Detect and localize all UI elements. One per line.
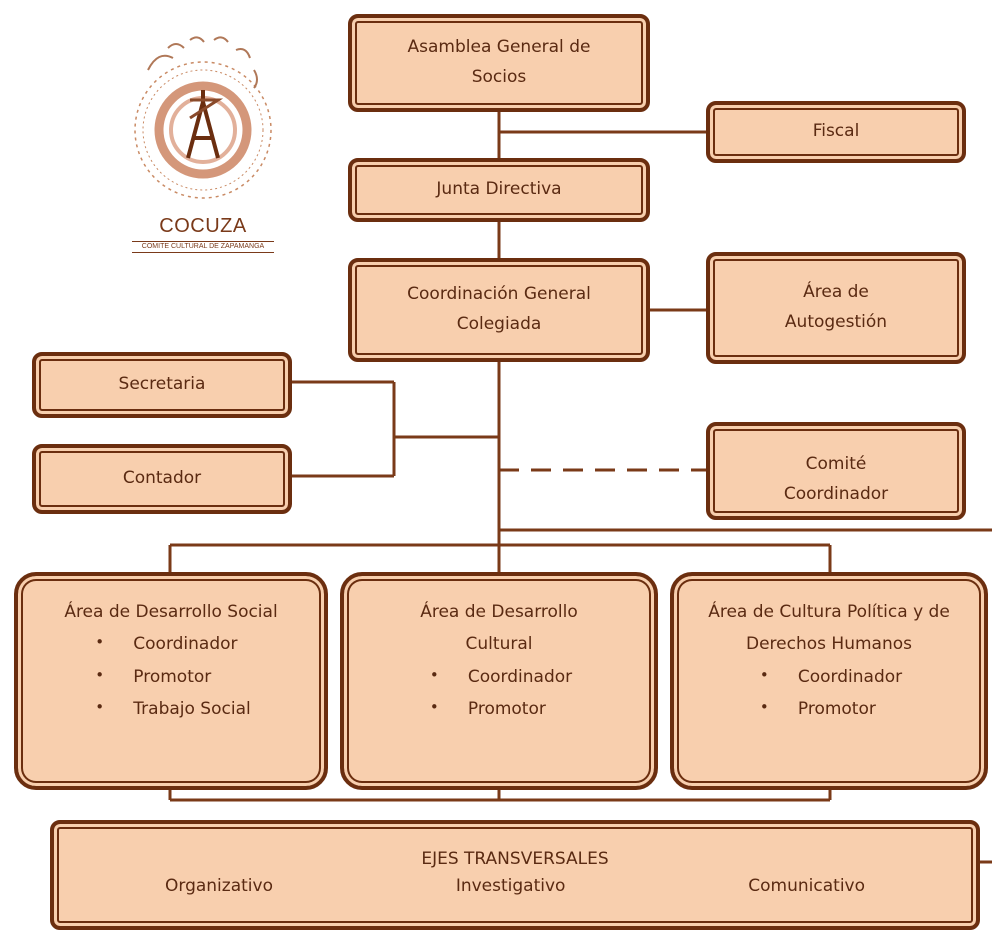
- list-item: Trabajo Social: [91, 693, 250, 725]
- logo-name: COCUZA: [159, 215, 247, 237]
- node-junta-label: Junta Directiva: [436, 179, 562, 200]
- node-junta: Junta Directiva: [348, 158, 650, 222]
- node-autogestion: Área de Autogestión: [706, 252, 966, 364]
- list-item: Coordinador: [756, 661, 902, 693]
- node-comite: Comité Coordinador: [706, 422, 966, 520]
- list-item: Promotor: [91, 661, 250, 693]
- list-item: Promotor: [756, 693, 902, 725]
- node-asamblea-label: Asamblea General de Socios: [407, 37, 591, 87]
- area-cultura-politica: Área de Cultura Política y de Derechos H…: [670, 572, 988, 790]
- node-secretaria-label: Secretaria: [118, 374, 206, 395]
- list-item: Coordinador: [91, 628, 250, 660]
- area-desarrollo-cultural: Área de Desarrollo Cultural Coordinador …: [340, 572, 658, 790]
- cocuza-logo: COCUZA COMITE CULTURAL DE ZAPAMANGA: [128, 30, 278, 260]
- ejes-items: Organizativo Investigativo Comunicativo: [165, 873, 865, 900]
- node-asamblea: Asamblea General de Socios: [348, 14, 650, 112]
- list-item: Coordinador: [426, 661, 572, 693]
- node-contador-label: Contador: [122, 468, 202, 489]
- area-politica-title: Área de Cultura Política y de Derechos H…: [708, 602, 950, 655]
- ejes-title: EJES TRANSVERSALES: [421, 849, 609, 869]
- node-comite-label: Comité Coordinador: [783, 454, 889, 504]
- ejes-item-organizativo: Organizativo: [165, 876, 273, 897]
- area-politica-list: Coordinador Promotor: [756, 661, 902, 726]
- cocuza-emblem-icon: [134, 36, 272, 199]
- node-fiscal: Fiscal: [706, 101, 966, 163]
- logo-subtitle: COMITE CULTURAL DE ZAPAMANGA: [132, 241, 274, 253]
- node-autogestion-label: Área de Autogestión: [784, 282, 888, 332]
- list-item: Promotor: [426, 693, 572, 725]
- node-coordinacion-label: Coordinación General Colegiada: [407, 284, 591, 334]
- ejes-item-investigativo: Investigativo: [455, 876, 566, 897]
- node-contador: Contador: [32, 444, 292, 514]
- ejes-item-comunicativo: Comunicativo: [748, 876, 865, 897]
- node-secretaria: Secretaria: [32, 352, 292, 418]
- area-social-list: Coordinador Promotor Trabajo Social: [91, 628, 250, 725]
- area-social-title: Área de Desarrollo Social: [64, 602, 278, 622]
- ejes-transversales: EJES TRANSVERSALES Organizativo Investig…: [50, 820, 980, 930]
- node-fiscal-label: Fiscal: [812, 121, 860, 142]
- area-cultural-title: Área de Desarrollo Cultural: [420, 602, 578, 655]
- area-desarrollo-social: Área de Desarrollo Social Coordinador Pr…: [14, 572, 328, 790]
- node-coordinacion: Coordinación General Colegiada: [348, 258, 650, 362]
- area-cultural-list: Coordinador Promotor: [426, 661, 572, 726]
